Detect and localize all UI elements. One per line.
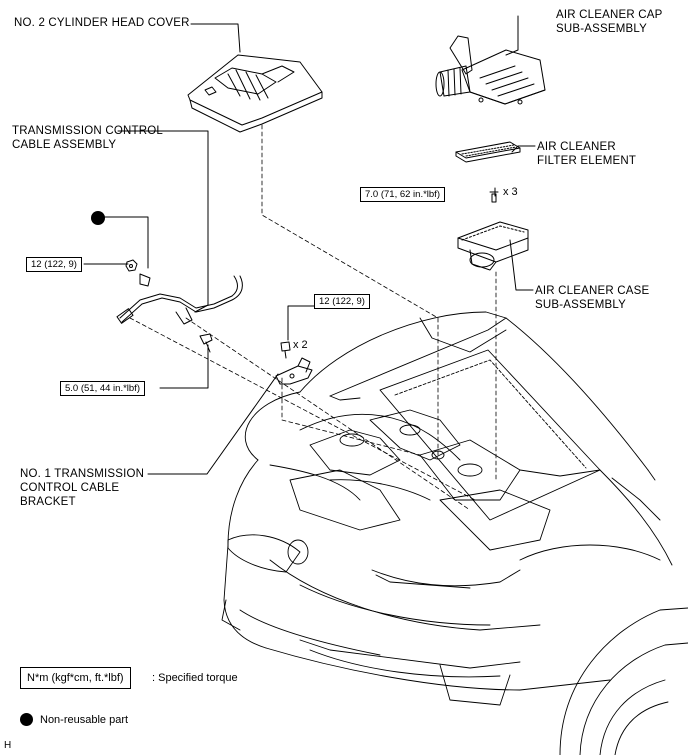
transmission-cable	[116, 273, 243, 325]
label-trans-bracket-line2: CONTROL CABLE	[20, 482, 120, 494]
label-trans-cable-line2: CABLE ASSEMBLY	[12, 139, 117, 151]
air-cleaner-cap	[435, 35, 546, 105]
label-filter-element-line2: FILTER ELEMENT	[537, 155, 637, 167]
label-filter-element-line1: AIR CLEANER	[537, 141, 616, 153]
qty-case-bolt: x 3	[503, 186, 518, 198]
leader-lines	[83, 15, 536, 475]
label-air-cleaner-cap-line1: AIR CLEANER CAP	[556, 9, 663, 21]
label-air-cleaner-cap-line2: SUB-ASSEMBLY	[556, 23, 648, 35]
legend-torque-desc: : Specified torque	[152, 672, 238, 684]
label-trans-bracket: NO. 1 TRANSMISSION CONTROL CABLE BRACKET	[20, 467, 144, 509]
label-filter-element: AIR CLEANER FILTER ELEMENT	[537, 140, 636, 168]
vehicle-front	[221, 311, 688, 755]
cable-bolt	[199, 333, 213, 353]
nonreusable-marker-icon	[91, 211, 105, 225]
qty-bracket-bolt: x 2	[293, 339, 308, 351]
label-air-cleaner-case-line1: AIR CLEANER CASE	[535, 285, 650, 297]
label-trans-cable-line1: TRANSMISSION CONTROL	[12, 125, 163, 137]
torque-bracket-bolt: 12 (122, 9)	[314, 294, 370, 309]
torque-case-bolt: 7.0 (71, 62 in.*lbf)	[360, 187, 445, 202]
trans-bracket	[275, 357, 313, 385]
dashed-lines	[129, 124, 497, 511]
torque-cable-nut: 12 (122, 9)	[26, 257, 82, 272]
label-head-cover: NO. 2 CYLINDER HEAD COVER	[14, 17, 190, 29]
figure-code: H	[4, 740, 12, 751]
torque-cable-bolt: 5.0 (51, 44 in.*lbf)	[60, 381, 145, 396]
legend-nonreusable-text: Non-reusable part	[40, 714, 129, 726]
cylinder-head-cover	[187, 54, 323, 133]
filter-element	[455, 141, 521, 163]
label-trans-bracket-line3: BRACKET	[20, 496, 76, 508]
label-air-cleaner-case: AIR CLEANER CASE SUB-ASSEMBLY	[535, 284, 649, 312]
cable-nut	[125, 259, 138, 272]
bracket-bolt	[280, 341, 291, 359]
label-trans-bracket-line1: NO. 1 TRANSMISSION	[20, 468, 145, 480]
legend-nonreusable-icon	[20, 713, 33, 726]
label-trans-cable: TRANSMISSION CONTROL CABLE ASSEMBLY	[12, 124, 163, 152]
legend-torque-unit: N*m (kgf*cm, ft.*lbf)	[20, 667, 131, 689]
label-air-cleaner-case-line2: SUB-ASSEMBLY	[535, 299, 627, 311]
label-air-cleaner-cap: AIR CLEANER CAP SUB-ASSEMBLY	[556, 8, 663, 36]
air-cleaner-case	[457, 191, 529, 271]
